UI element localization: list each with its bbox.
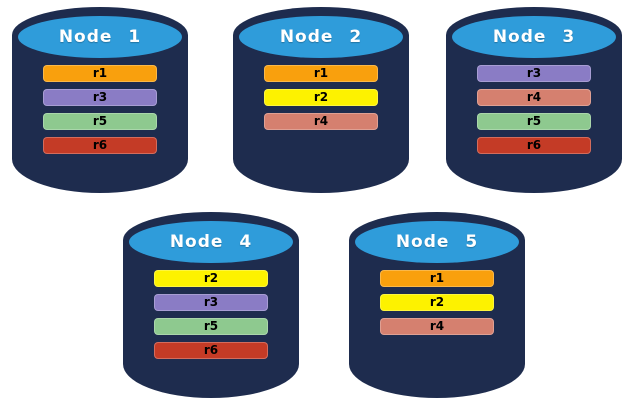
replica-bar-r1: r1 [264,65,378,82]
node-label: Node 2 [279,27,363,47]
node-3-database-cylinder-icon: Node 3 r3 r4 r5 r6 [446,7,622,193]
replica-bar-r1: r1 [43,65,157,82]
replica-bar-r2: r2 [154,270,268,287]
replica-bars: r1 r2 r4 [380,270,494,335]
cylinder-top-ellipse: Node 3 [452,16,616,58]
cylinder-top-ellipse: Node 2 [239,16,403,58]
cylinder-top-ellipse: Node 1 [18,16,182,58]
node-label: Node 5 [395,232,479,252]
replica-bar-r6: r6 [477,137,591,154]
replica-bars: r2 r3 r5 r6 [154,270,268,359]
cylinder-top-ellipse: Node 4 [129,221,293,263]
node-label: Node 1 [58,27,142,47]
node-label: Node 4 [169,232,253,252]
replica-bar-r6: r6 [154,342,268,359]
node-5-database-cylinder-icon: Node 5 r1 r2 r4 [349,212,525,398]
replica-bar-r5: r5 [477,113,591,130]
node-2-database-cylinder-icon: Node 2 r1 r2 r4 [233,7,409,193]
replica-bars: r1 r3 r5 r6 [43,65,157,154]
replica-bar-r3: r3 [477,65,591,82]
cylinder-top-ellipse: Node 5 [355,221,519,263]
replica-bar-r4: r4 [264,113,378,130]
replica-bar-r3: r3 [43,89,157,106]
replica-bar-r5: r5 [43,113,157,130]
replica-bar-r2: r2 [380,294,494,311]
node-label: Node 3 [492,27,576,47]
replica-bar-r1: r1 [380,270,494,287]
replica-bar-r2: r2 [264,89,378,106]
replica-bar-r4: r4 [380,318,494,335]
replica-bars: r3 r4 r5 r6 [477,65,591,154]
replica-bar-r5: r5 [154,318,268,335]
replica-bar-r4: r4 [477,89,591,106]
node-1-database-cylinder-icon: Node 1 r1 r3 r5 r6 [12,7,188,193]
replica-bar-r3: r3 [154,294,268,311]
replica-bar-r6: r6 [43,137,157,154]
replica-bars: r1 r2 r4 [264,65,378,130]
node-4-database-cylinder-icon: Node 4 r2 r3 r5 r6 [123,212,299,398]
